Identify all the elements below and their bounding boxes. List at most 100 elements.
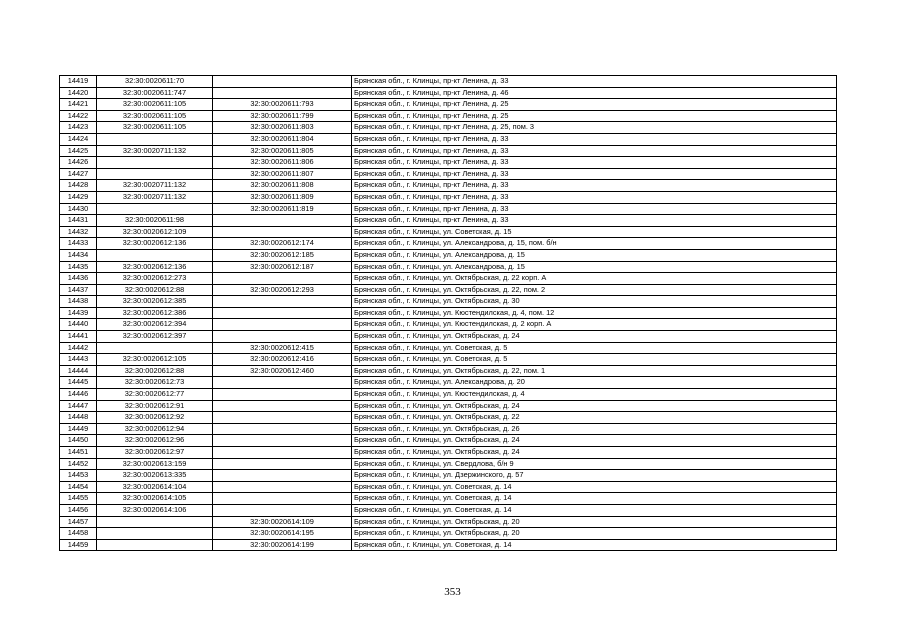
row-number-cell: 14457: [59, 515, 97, 529]
cadastral-number-cell: 32:30:0020612:73: [96, 376, 213, 390]
cadastral-number-cell: 32:30:0020612:96: [96, 434, 213, 447]
sub-cadastral-number-cell: 32:30:0020611:805: [212, 144, 352, 158]
row-number-cell: 14447: [59, 399, 97, 413]
row-number-cell: 14454: [59, 480, 97, 494]
cadastral-number-cell: 32:30:0020613:335: [96, 469, 213, 482]
cadastral-number-cell: [96, 341, 213, 355]
address-cell: Брянская обл., г. Клинцы, ул. Свердлова,…: [351, 457, 837, 471]
row-number-cell: 14455: [59, 492, 97, 505]
cadastral-number-cell: 32:30:0020614:106: [96, 503, 213, 517]
sub-cadastral-number-cell: [212, 434, 352, 447]
sub-cadastral-number-cell: 32:30:0020612:174: [212, 237, 352, 250]
row-number-cell: 14420: [59, 86, 97, 100]
sub-cadastral-number-cell: 32:30:0020611:804: [212, 132, 352, 146]
cadastral-number-cell: [96, 515, 213, 529]
cadastral-number-cell: 32:30:0020613:159: [96, 457, 213, 471]
row-number-cell: 14427: [59, 167, 97, 181]
sub-cadastral-number-cell: [212, 422, 352, 436]
cadastral-number-cell: 32:30:0020612:109: [96, 225, 213, 239]
sub-cadastral-number-cell: 32:30:0020611:809: [212, 190, 352, 204]
sub-cadastral-number-cell: [212, 399, 352, 413]
sub-cadastral-number-cell: [212, 75, 352, 88]
sub-cadastral-number-cell: [212, 388, 352, 401]
sub-cadastral-number-cell: 32:30:0020611:819: [212, 202, 352, 216]
sub-cadastral-number-cell: [212, 376, 352, 390]
address-cell: Брянская обл., г. Клинцы, ул. Октябрьска…: [351, 364, 837, 378]
sub-cadastral-number-cell: [212, 480, 352, 494]
cadastral-number-cell: 32:30:0020612:273: [96, 272, 213, 285]
cadastral-number-cell: 32:30:0020612:91: [96, 399, 213, 413]
row-number-cell: 14423: [59, 121, 97, 134]
sub-cadastral-number-cell: [212, 318, 352, 332]
cadastral-number-cell: 32:30:0020612:77: [96, 388, 213, 401]
cadastral-number-cell: 32:30:0020612:97: [96, 446, 213, 459]
address-cell: Брянская обл., г. Клинцы, ул. Советская,…: [351, 353, 837, 366]
address-cell: Брянская обл., г. Клинцы, ул. Дзержинско…: [351, 469, 837, 482]
cadastral-number-cell: [96, 156, 213, 169]
address-cell: Брянская обл., г. Клинцы, пр-кт Ленина, …: [351, 75, 837, 88]
row-number-cell: 14421: [59, 98, 97, 111]
cadastral-number-cell: [96, 248, 213, 262]
sub-cadastral-number-cell: 32:30:0020611:806: [212, 156, 352, 169]
sub-cadastral-number-cell: 32:30:0020612:460: [212, 364, 352, 378]
row-number-cell: 14444: [59, 364, 97, 378]
row-number-cell: 14448: [59, 411, 97, 424]
row-number-cell: 14440: [59, 318, 97, 332]
row-number-cell: 14451: [59, 446, 97, 459]
address-cell: Брянская обл., г. Клинцы, ул. Советская,…: [351, 538, 837, 552]
cadastral-number-cell: [96, 527, 213, 540]
row-number-cell: 14453: [59, 469, 97, 482]
cadastral-number-cell: 32:30:0020611:747: [96, 86, 213, 100]
cadastral-number-cell: 32:30:0020612:386: [96, 306, 213, 320]
address-cell: Брянская обл., г. Клинцы, ул. Октябрьска…: [351, 446, 837, 459]
address-cell: Брянская обл., г. Клинцы, ул. Октябрьска…: [351, 330, 837, 343]
sub-cadastral-number-cell: [212, 411, 352, 424]
cadastral-number-cell: 32:30:0020612:88: [96, 364, 213, 378]
sub-cadastral-number-cell: 32:30:0020611:799: [212, 109, 352, 123]
cadastral-number-cell: 32:30:0020612:136: [96, 260, 213, 274]
row-number-cell: 14422: [59, 109, 97, 123]
sub-cadastral-number-cell: [212, 503, 352, 517]
sub-cadastral-number-cell: 32:30:0020612:185: [212, 248, 352, 262]
row-number-cell: 14445: [59, 376, 97, 390]
cadastral-number-cell: 32:30:0020611:105: [96, 109, 213, 123]
address-cell: Брянская обл., г. Клинцы, пр-кт Ленина, …: [351, 156, 837, 169]
cadastral-number-cell: 32:30:0020612:385: [96, 295, 213, 308]
cadastral-number-cell: [96, 538, 213, 552]
row-number-cell: 14439: [59, 306, 97, 320]
page-number: 353: [444, 586, 461, 598]
sub-cadastral-number-cell: 32:30:0020612:187: [212, 260, 352, 274]
address-cell: Брянская обл., г. Клинцы, ул. Советская,…: [351, 225, 837, 239]
row-number-cell: 14437: [59, 283, 97, 297]
address-cell: Брянская обл., г. Клинцы, пр-кт Ленина, …: [351, 121, 837, 134]
sub-cadastral-number-cell: 32:30:0020611:793: [212, 98, 352, 111]
address-cell: Брянская обл., г. Клинцы, ул. Кюстендилс…: [351, 306, 837, 320]
cadastral-number-cell: 32:30:0020614:104: [96, 480, 213, 494]
sub-cadastral-number-cell: [212, 457, 352, 471]
cadastral-number-cell: 32:30:0020711:132: [96, 190, 213, 204]
